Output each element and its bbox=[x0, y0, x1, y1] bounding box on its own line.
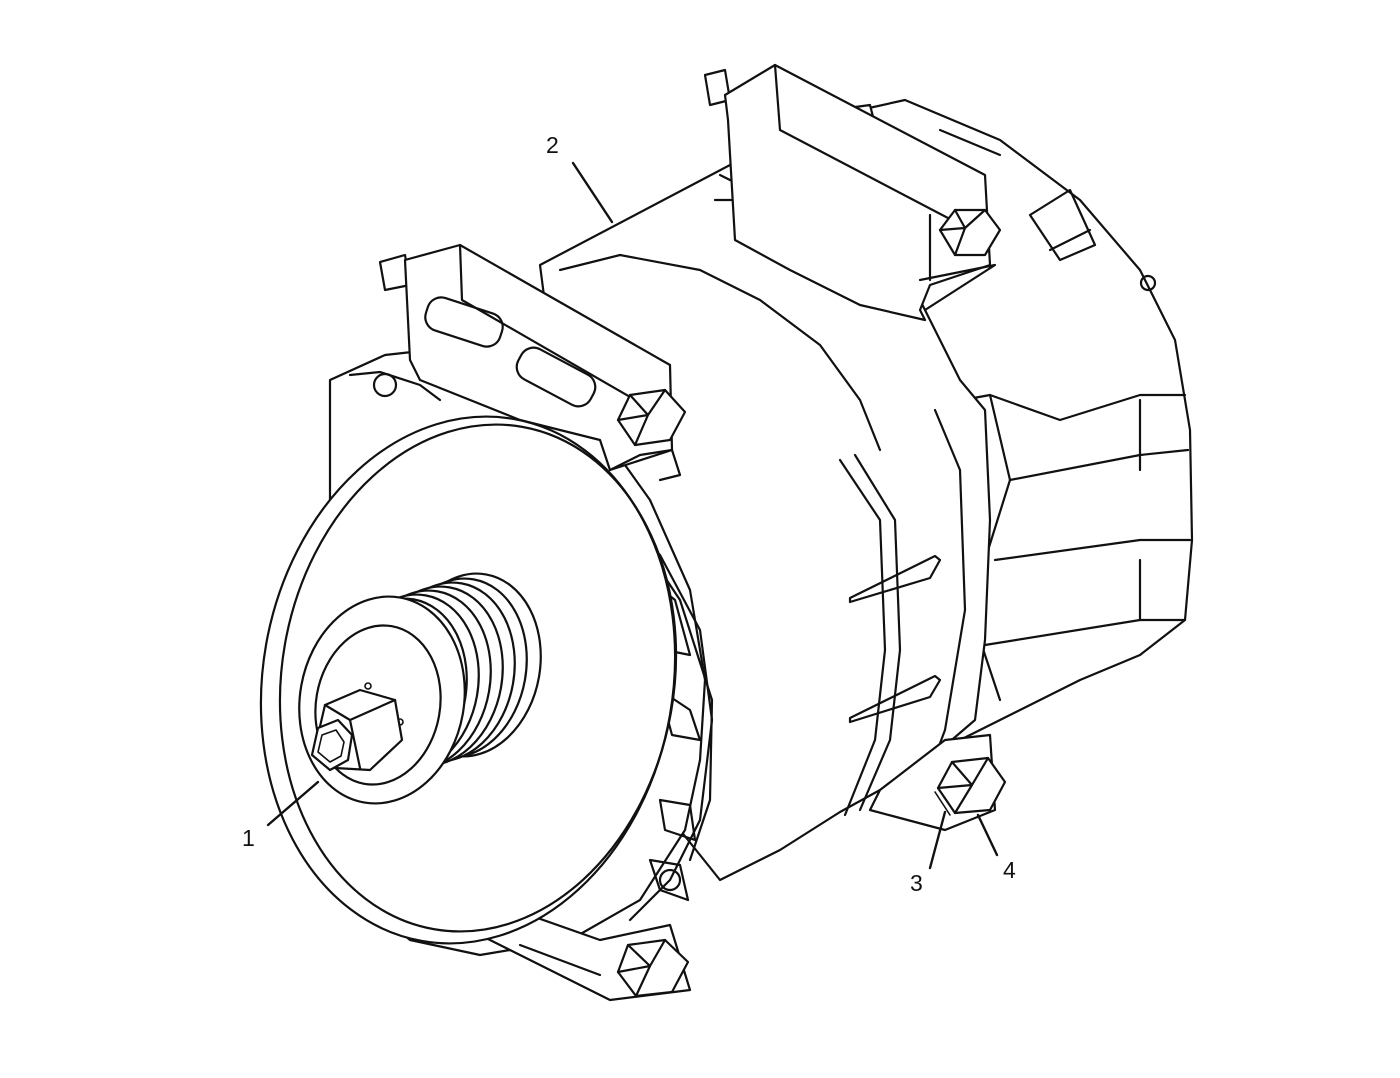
shaft-hex-socket-icon bbox=[310, 718, 354, 772]
callout-3: 3 bbox=[910, 870, 923, 896]
leader-lines bbox=[266, 161, 999, 870]
leader-line-4 bbox=[976, 813, 999, 857]
callout-2: 2 bbox=[546, 132, 559, 158]
callout-4: 4 bbox=[1003, 857, 1016, 883]
rear-mount-ear bbox=[703, 63, 1002, 322]
bottom-rear-mount bbox=[868, 733, 1007, 832]
callout-1: 1 bbox=[242, 825, 255, 851]
callouts: 1 2 3 4 bbox=[242, 132, 1016, 896]
leader-line-2 bbox=[571, 161, 614, 224]
leader-line-3 bbox=[928, 810, 947, 870]
leader-line-1 bbox=[266, 780, 320, 827]
shaft-nut bbox=[310, 688, 404, 772]
front-mount-ear bbox=[378, 243, 687, 482]
